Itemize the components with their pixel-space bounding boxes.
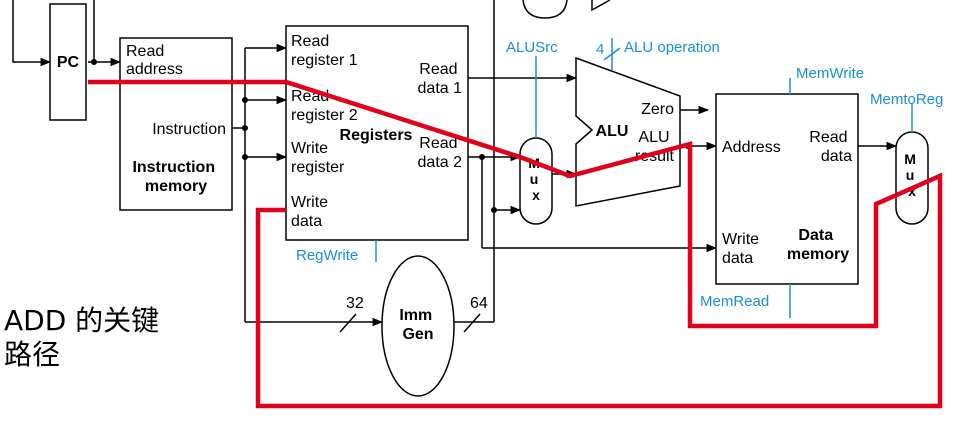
caption-text: ADD 的关键 路径 (4, 304, 168, 371)
imm-in-width-label: 32 (346, 295, 364, 312)
alu-op-width-slash (603, 47, 621, 61)
regwrite-label: RegWrite (296, 247, 358, 264)
read-register-1-label: Read register 1 (291, 33, 358, 69)
memtoreg-mux-letters: M u x (904, 151, 920, 199)
alu-title: ALU (596, 123, 629, 140)
alusrc-label: ALUSrc (506, 39, 558, 56)
alu-operation-label: ALU operation (624, 39, 720, 56)
imm-out-width-slash (463, 313, 481, 333)
critical-path (88, 79, 943, 409)
pc-label: PC (57, 54, 80, 71)
imm-gen-block (381, 255, 455, 397)
imm-in-width-slash (339, 313, 357, 333)
imem-read-address-label: Read address (126, 43, 183, 78)
top-ellipse-partial (522, 0, 568, 19)
alu-op-width-label: 4 (596, 41, 604, 58)
dmem-write-data-label: Write data (722, 231, 764, 267)
alu-zero-label: Zero (641, 101, 674, 118)
instruction-memory-block (119, 37, 233, 211)
write-register-label: Write register (291, 140, 345, 176)
memwrite-label: MemWrite (796, 65, 864, 82)
imm-gen-title: Imm Gen (399, 307, 436, 343)
memread-label: MemRead (700, 293, 769, 310)
registers-title: Registers (340, 127, 413, 144)
read-data-2-label: Read data 2 (418, 135, 463, 171)
dmem-title: Data memory (787, 227, 849, 263)
register-file-block (285, 25, 469, 241)
imm-out-width-label: 64 (470, 295, 488, 312)
imem-title: Instruction memory (132, 159, 219, 195)
top-shape-partial (591, 0, 611, 12)
data-memory-block (715, 93, 859, 285)
imem-instruction-label: Instruction (152, 121, 226, 138)
dmem-address-label: Address (722, 139, 781, 156)
memtoreg-label: MemtoReg (870, 91, 943, 108)
write-data-label: Write data (291, 194, 333, 230)
pc-register (49, 3, 87, 121)
dmem-read-data-label: Read data (809, 129, 852, 165)
read-data-1-label: Read data 1 (418, 61, 463, 97)
